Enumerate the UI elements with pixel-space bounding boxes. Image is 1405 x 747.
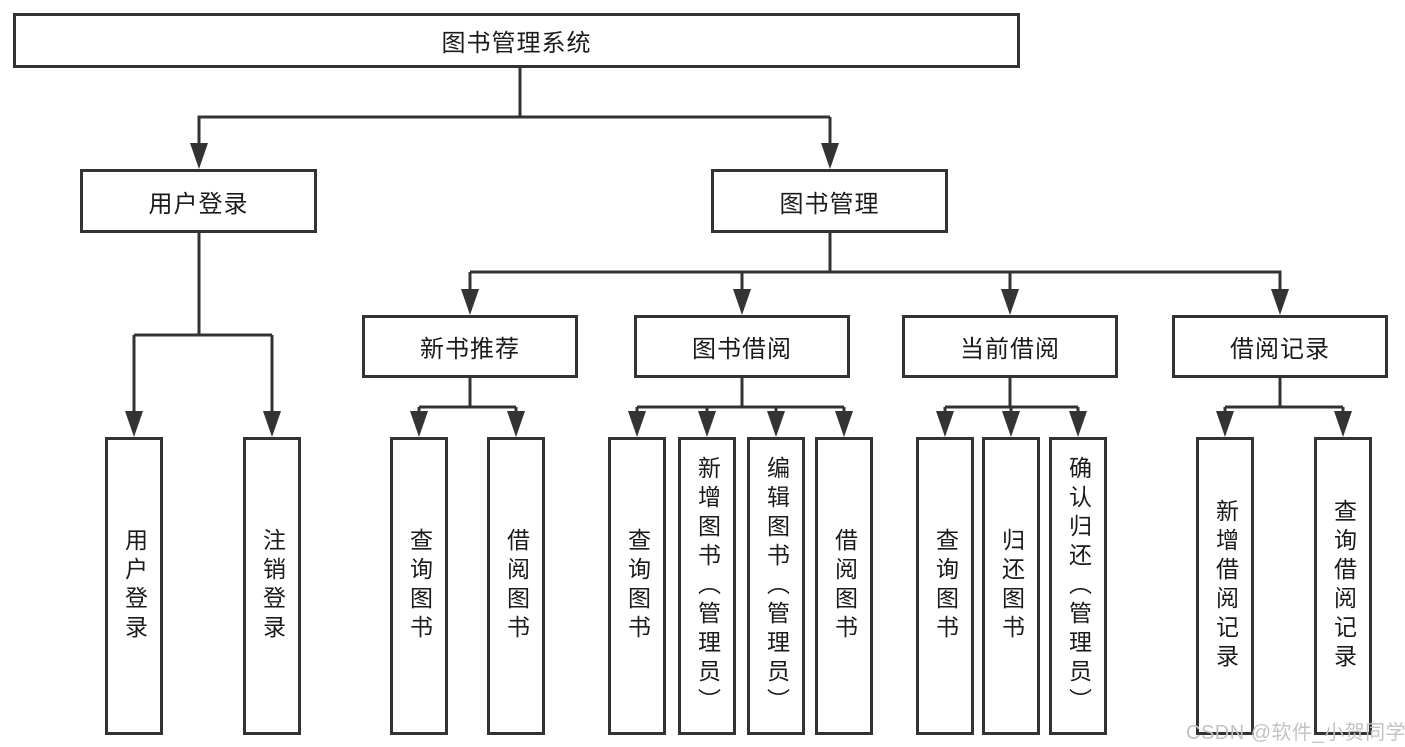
node-book-management-module: 图书管理 bbox=[711, 169, 948, 233]
node-borrow-records: 借阅记录 bbox=[1172, 315, 1388, 378]
csdn-watermark: CSDN @软件_小贺同学 bbox=[1186, 722, 1405, 744]
arrowheads bbox=[125, 143, 1352, 437]
node-system-root: 图书管理系统 bbox=[13, 13, 1020, 68]
node-user-login-module: 用户登录 bbox=[80, 169, 317, 233]
leaf-return-books: 归还图书 bbox=[982, 437, 1040, 735]
leaf-query-books-current: 查询图书 bbox=[916, 437, 974, 735]
leaf-add-books-admin: 新增图书（管理员） bbox=[678, 437, 736, 735]
node-new-book-recommend: 新书推荐 bbox=[362, 315, 578, 378]
node-current-borrow: 当前借阅 bbox=[902, 315, 1118, 378]
leaf-borrow-books: 借阅图书 bbox=[815, 437, 873, 735]
node-book-borrow: 图书借阅 bbox=[634, 315, 850, 378]
leaf-query-books-borrow: 查询图书 bbox=[608, 437, 666, 735]
leaf-confirm-return-admin: 确认归还（管理员） bbox=[1049, 437, 1107, 735]
leaf-edit-books-admin: 编辑图书（管理员） bbox=[747, 437, 805, 735]
leaf-user-login: 用户登录 bbox=[105, 437, 163, 735]
leaf-add-borrow-record: 新增借阅记录 bbox=[1196, 437, 1254, 735]
leaf-logout: 注销登录 bbox=[243, 437, 301, 735]
leaf-query-borrow-record: 查询借阅记录 bbox=[1314, 437, 1372, 735]
leaf-query-books-recommend: 查询图书 bbox=[390, 437, 448, 735]
leaf-borrow-books-recommend: 借阅图书 bbox=[487, 437, 545, 735]
